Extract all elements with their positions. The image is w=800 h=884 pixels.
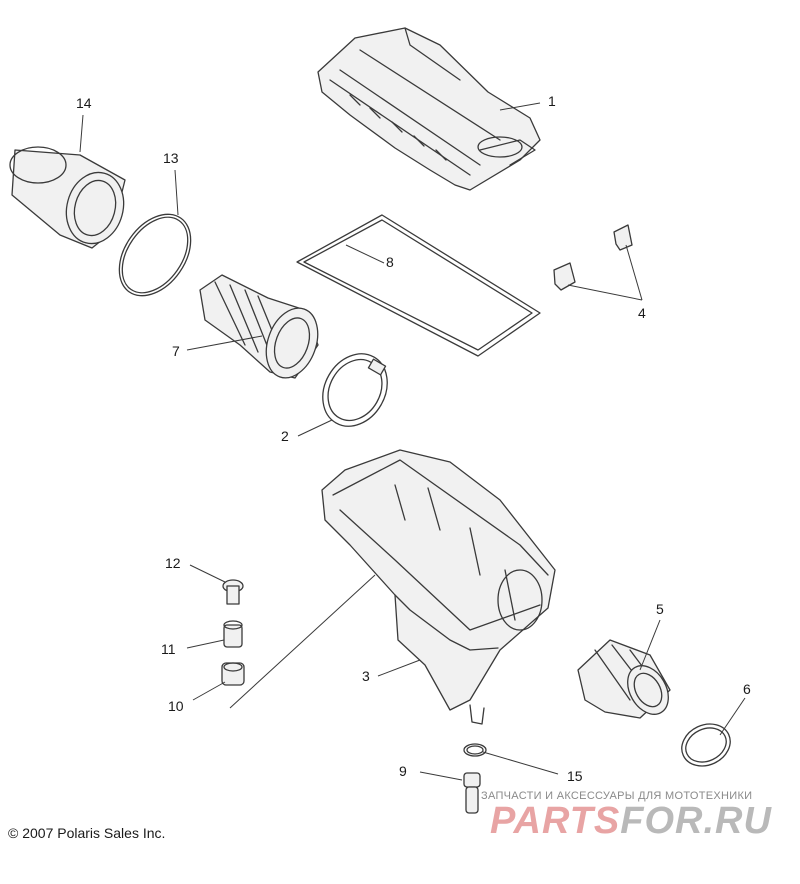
callout-12: 12: [165, 555, 181, 571]
watermark-logo-part1: PARTS: [490, 800, 621, 842]
callout-2: 2: [281, 428, 289, 444]
callout-6: 6: [743, 681, 751, 697]
callout-5: 5: [656, 601, 664, 617]
callout-4: 4: [638, 305, 646, 321]
callout-8: 8: [386, 254, 394, 270]
callout-14: 14: [76, 95, 92, 111]
part-o-ring-small: [463, 743, 487, 757]
part-bushing: [223, 620, 243, 648]
part-grommet: [221, 662, 245, 686]
watermark-subtitle: ЗАПЧАСТИ И АКСЕССУАРЫ ДЛЯ МОТОТЕХНИКИ: [481, 790, 753, 802]
leader-lines: [79, 102, 746, 781]
part-clips: [553, 224, 633, 291]
callout-11: 11: [161, 641, 176, 657]
part-airbox-housing: [321, 449, 556, 725]
callout-labels: 1 2 3 4 5 6 7 8 9 10 11 12 13 14 15: [76, 93, 751, 784]
watermark-logo-part2: FOR.RU: [620, 800, 772, 842]
part-gasket: [296, 214, 541, 357]
copyright-text: © 2007 Polaris Sales Inc.: [8, 825, 166, 841]
part-prefilter-sleeve: [9, 146, 126, 249]
watermark-logo: PARTSFOR.RU: [490, 800, 772, 843]
callout-1: 1: [548, 93, 556, 109]
part-airbox-cover: [317, 27, 541, 191]
part-screw: [222, 579, 244, 605]
part-hose-clamp-large: [322, 353, 388, 427]
callout-15: 15: [567, 768, 583, 784]
callout-13: 13: [163, 150, 179, 166]
part-hose-clamp-small: [681, 723, 731, 767]
part-intake-boot: [577, 639, 671, 719]
part-drain-valve: [463, 772, 481, 814]
part-filter-element: [199, 274, 319, 379]
callout-3: 3: [362, 668, 370, 684]
callout-10: 10: [168, 698, 184, 714]
part-o-ring-large: [118, 213, 192, 297]
callout-7: 7: [172, 343, 180, 359]
callout-9: 9: [399, 763, 407, 779]
